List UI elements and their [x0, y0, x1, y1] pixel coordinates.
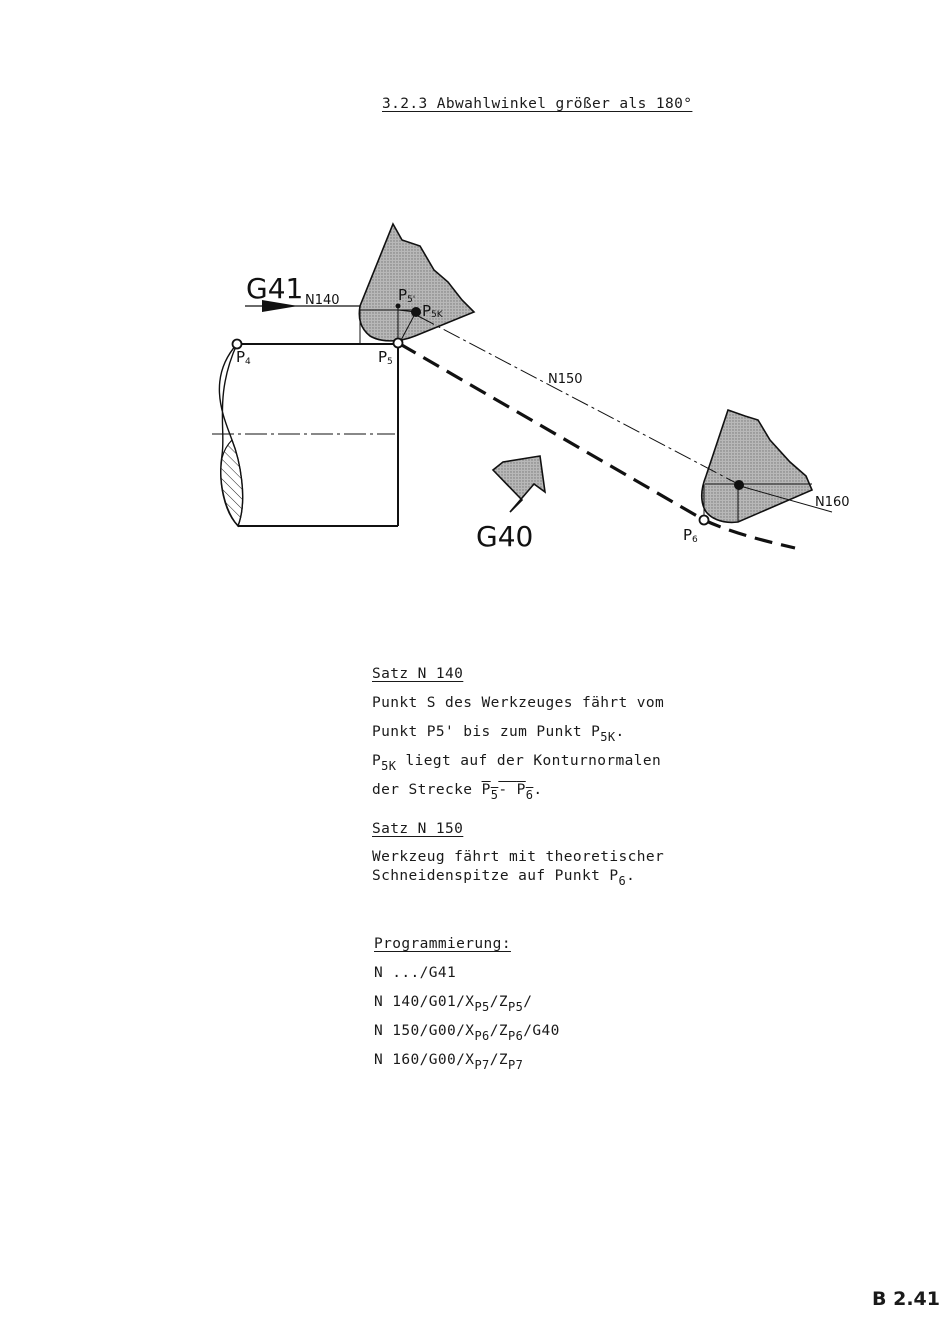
- satz-n150-heading: Satz N 150: [372, 821, 464, 837]
- satz-n150-line: Werkzeug fährt mit theoretischer: [372, 849, 665, 865]
- tool-path-diagram: G41 G40 N140 N150 N160 P4 P5 P5' P5K P6: [212, 222, 850, 553]
- p5k-point: [411, 307, 421, 317]
- satz-n140-block: Satz N 140 Punkt S des Werkzeuges fährt …: [372, 660, 664, 805]
- n150-path: [417, 315, 739, 485]
- tool-end: [701, 408, 814, 524]
- g40-label: G40: [476, 520, 533, 553]
- programmierung-block: Programmierung: N .../G41 N 140/G01/XP5/…: [374, 930, 560, 1075]
- satz-n140-line: Punkt P5' bis zum Punkt P5K.: [372, 724, 625, 744]
- g41-label: G41: [246, 272, 303, 305]
- p5-label: P5: [378, 348, 393, 367]
- p5-point: [392, 337, 404, 349]
- p6-point: [698, 514, 710, 526]
- p4-point: [231, 338, 243, 350]
- workpiece: [212, 343, 399, 528]
- p5k-label: P5K: [422, 302, 444, 320]
- satz-n150-line: Schneidenspitze auf Punkt P6.: [372, 868, 636, 888]
- programmierung-heading: Programmierung:: [374, 936, 511, 952]
- program-line: N 150/G00/XP6/ZP6/G40: [374, 1023, 560, 1043]
- p6-label: P6: [683, 526, 698, 545]
- n150-label: N150: [548, 372, 583, 387]
- g40-arrow: [491, 455, 547, 513]
- tool-start: [358, 222, 476, 344]
- p5prime-label: P5': [398, 286, 415, 305]
- n140-label: N140: [305, 293, 340, 308]
- satz-n140-heading: Satz N 140: [372, 666, 464, 682]
- n160-label: N160: [815, 495, 850, 510]
- p4-label: P4: [236, 348, 251, 367]
- satz-n140-line: Punkt S des Werkzeuges fährt vom: [372, 695, 665, 711]
- section-title: 3.2.3 Abwahlwinkel größer als 180°: [382, 96, 693, 112]
- program-line: N 140/G01/XP5/ZP5/: [374, 994, 533, 1014]
- satz-n140-line: P5K liegt auf der Konturnormalen: [372, 753, 662, 773]
- g41-arrow: [245, 300, 360, 312]
- satz-n150-block: Satz N 150 Werkzeug fährt mit theoretisc…: [372, 815, 665, 888]
- contour-p5-p6: [399, 342, 705, 522]
- program-line: N .../G41: [374, 965, 457, 981]
- satz-n140-line: der Strecke P5- P6.: [372, 782, 543, 802]
- page-number: B 2.41: [872, 1288, 940, 1310]
- program-line: N 160/G00/XP7/ZP7: [374, 1052, 524, 1072]
- n160-leader: [739, 485, 833, 513]
